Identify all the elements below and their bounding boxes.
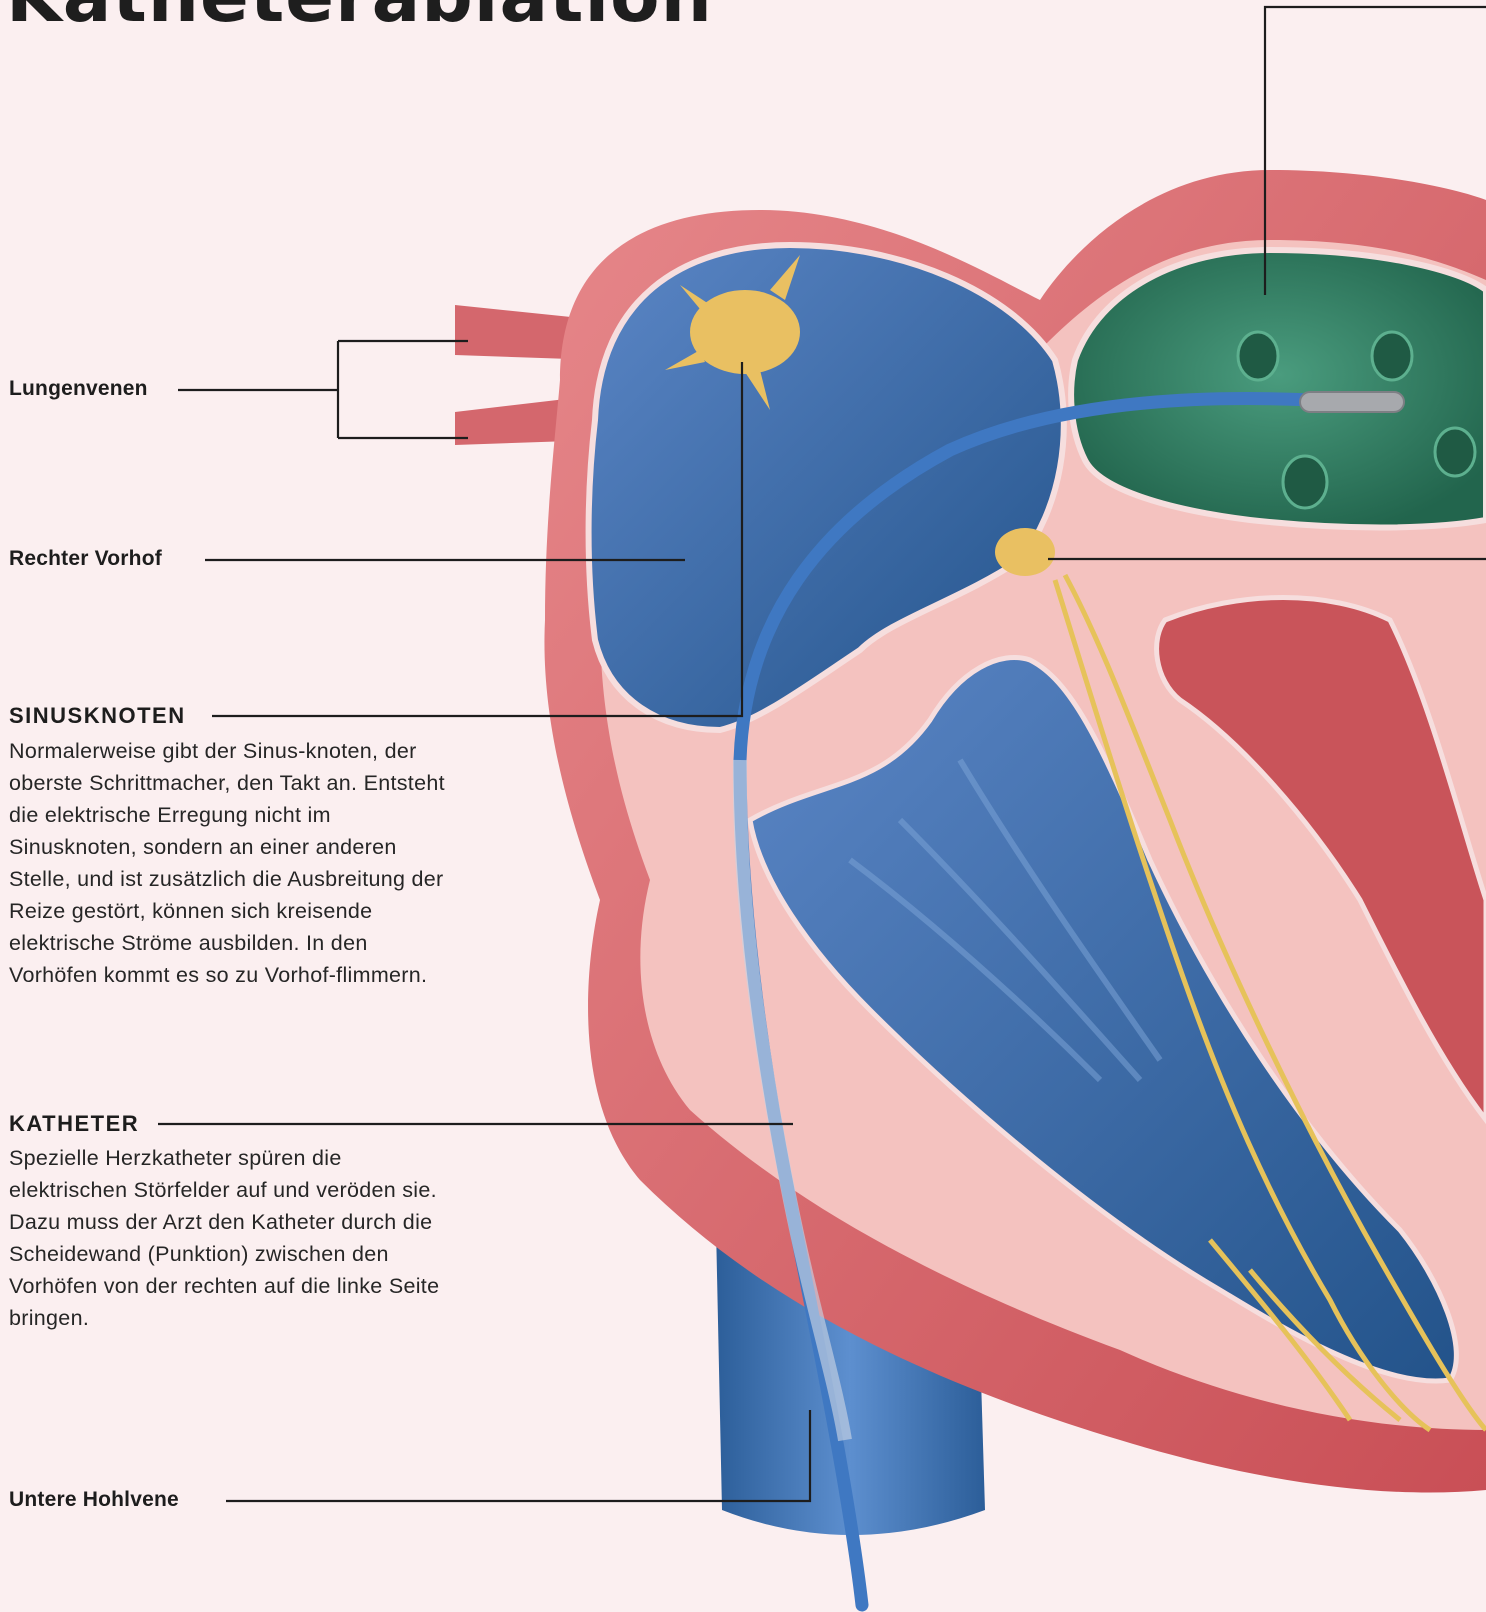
catheter-tip	[1300, 392, 1404, 412]
text-katheter: Spezielle Herzkatheter spüren die elektr…	[9, 1142, 449, 1334]
heading-sinusknoten: SINUSKNOTEN	[9, 703, 186, 729]
label-untere-hohlvene: Untere Hohlvene	[9, 1488, 179, 1512]
label-rechter-vorhof: Rechter Vorhof	[9, 547, 162, 571]
callout-lungenvenen	[178, 341, 468, 438]
label-lungenvenen: Lungenvenen	[9, 377, 148, 401]
heading-katheter: KATHETER	[9, 1111, 139, 1137]
text-sinusknoten: Normalerweise gibt der Sinus-knoten, der…	[9, 735, 449, 991]
left-atrium	[1071, 250, 1486, 528]
av-node	[995, 528, 1055, 576]
